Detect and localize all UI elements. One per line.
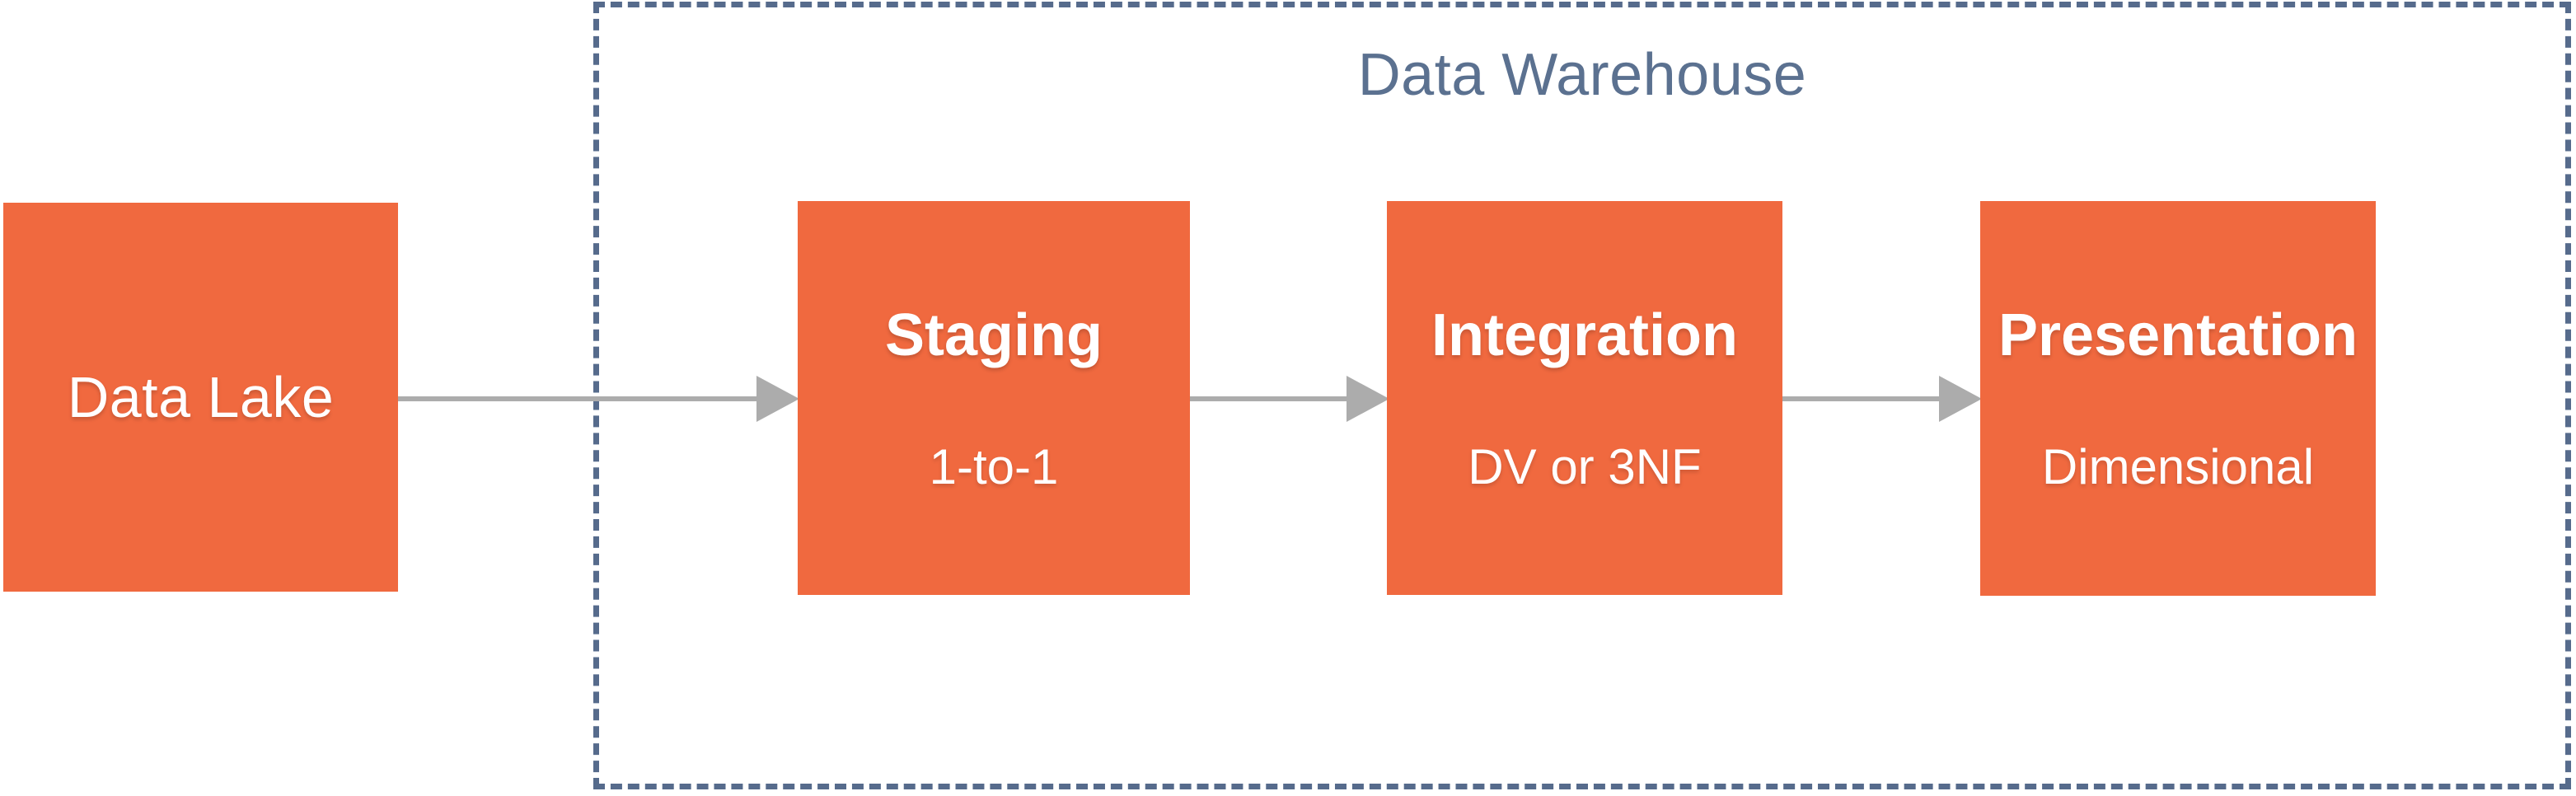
- node-sublabel: Dimensional: [2041, 439, 2315, 494]
- arrow-staging-to-integration: [1190, 396, 1348, 401]
- arrow-integration-to-presentation: [1782, 396, 1941, 401]
- node-label: Data Lake: [67, 365, 335, 429]
- node-label: Staging: [885, 302, 1103, 368]
- warehouse-group-label: Data Warehouse: [1357, 42, 1807, 108]
- arrowhead-integration-to-presentation: [1939, 376, 1982, 422]
- node-sublabel: DV or 3NF: [1468, 438, 1702, 494]
- node-label: Presentation: [1998, 302, 2358, 368]
- node-sublabel: 1-to-1: [929, 438, 1059, 494]
- warehouse-group-border: Data Warehouse: [593, 2, 2571, 789]
- node-integration: Integration DV or 3NF: [1387, 201, 1782, 595]
- node-data-lake: Data Lake: [3, 203, 398, 592]
- node-staging: Staging 1-to-1: [798, 201, 1190, 595]
- arrowhead-data-lake-to-staging: [756, 376, 799, 422]
- arrowhead-staging-to-integration: [1347, 376, 1389, 422]
- node-presentation: Presentation Dimensional: [1980, 201, 2376, 596]
- arrow-data-lake-to-staging: [398, 396, 758, 401]
- node-label: Integration: [1431, 302, 1738, 368]
